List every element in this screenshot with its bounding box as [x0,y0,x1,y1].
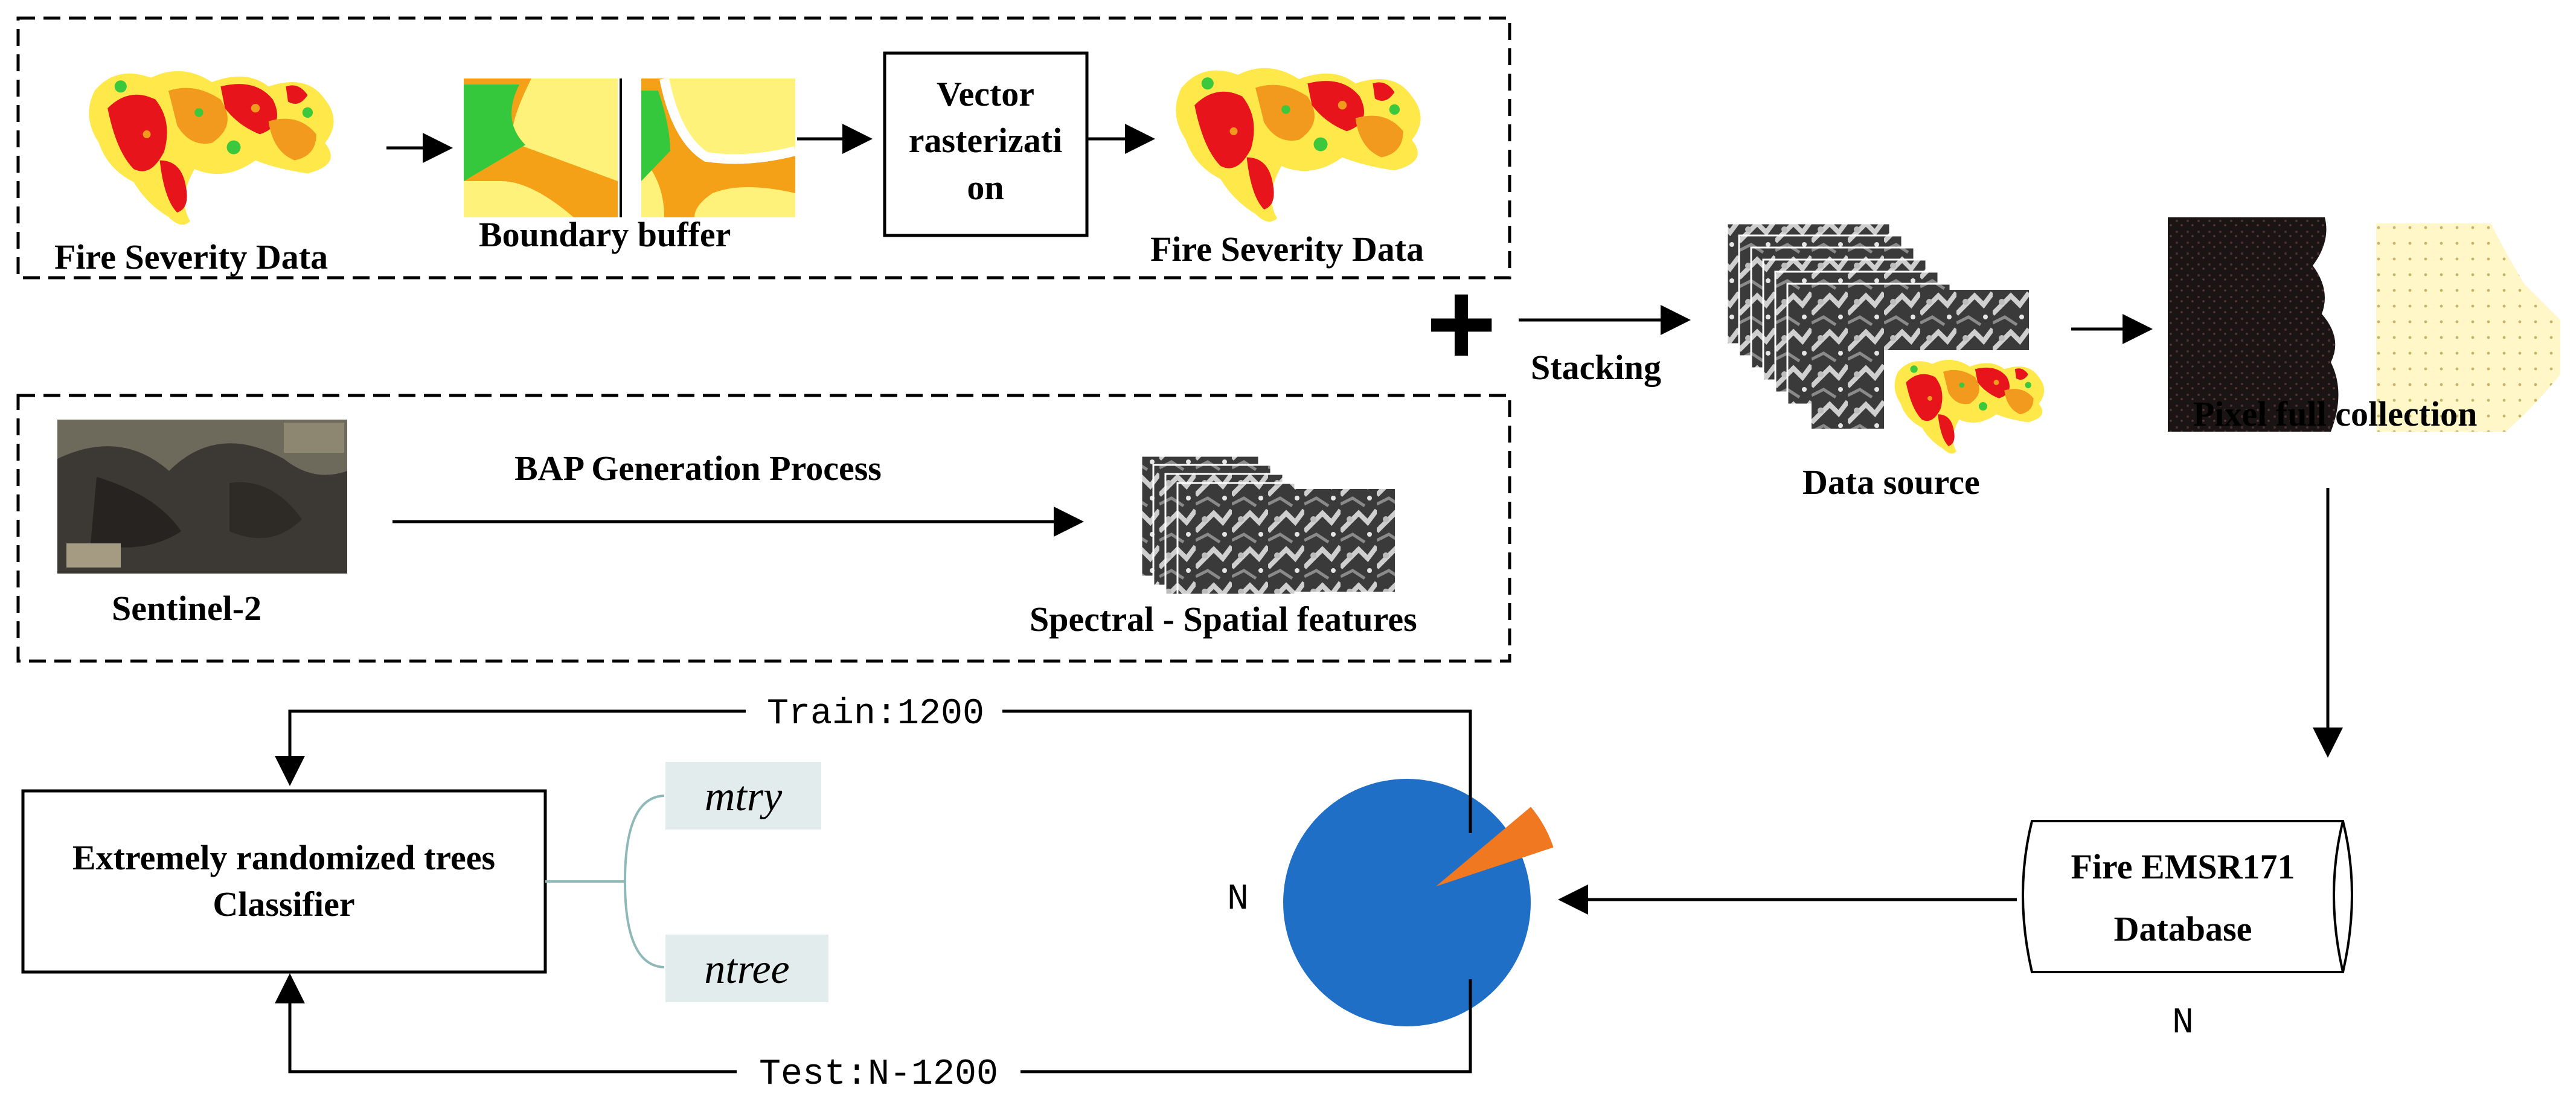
ntree-param-box [665,935,828,1002]
boundary-buffer-image [464,77,797,217]
classifier-box [21,789,547,974]
train-label: Train:1200 [767,694,984,735]
spectral-spatial-features-stack [1140,455,1395,596]
database-n-label: N [2172,1003,2194,1044]
sentinel-2-label: Sentinel-2 [112,589,261,628]
ntree-param-label: ntree [704,946,789,993]
fire-severity-map-output [1176,68,1421,222]
top-group-frame [16,16,1511,280]
pixel-collection-label: Pixel full collection [2193,394,2477,433]
mtry-param-box [665,762,821,830]
pie-train-slice [1436,807,1554,887]
classifier-line-1: Extremely randomized trees [72,838,495,877]
mtry-param-label: mtry [705,773,783,820]
data-source-label: Data source [1802,462,1980,502]
parameter-bracket [545,795,665,968]
rasterization-line-3: on [967,168,1004,207]
sentinel-2-image [57,420,347,574]
train-label-bg [746,691,1002,731]
fire-severity-input-label: Fire Severity Data [54,237,328,277]
train-test-pie [1283,779,1554,1026]
fire-severity-output-label: Fire Severity Data [1150,229,1424,269]
database-line-1: Fire EMSR171 [2071,847,2295,886]
rasterization-line-1: Vector [937,74,1034,114]
pie-main-slice [1283,779,1531,1026]
database-line-2: Database [2114,909,2252,948]
stacking-label: Stacking [1531,348,1661,387]
bottom-group-frame [16,394,1511,663]
vector-rasterization-box [883,51,1089,237]
rasterization-line-2: rasterizati [909,121,1062,160]
classifier-line-2: Classifier [213,884,354,924]
bap-process-label: BAP Generation Process [514,449,882,488]
plus-symbol: + [1426,257,1497,391]
pie-n-label: N [1227,879,1249,920]
fire-severity-map-input [89,71,334,225]
boundary-buffer-label: Boundary buffer [479,215,731,254]
test-label-bg [737,1052,1020,1092]
test-label: Test:N-1200 [759,1054,998,1095]
database-cylinder [2022,820,2353,973]
spectral-features-label: Spectral - Spatial features [1030,600,1417,639]
data-source-stack [1726,222,2047,454]
pixel-collection-images [2168,217,2560,432]
